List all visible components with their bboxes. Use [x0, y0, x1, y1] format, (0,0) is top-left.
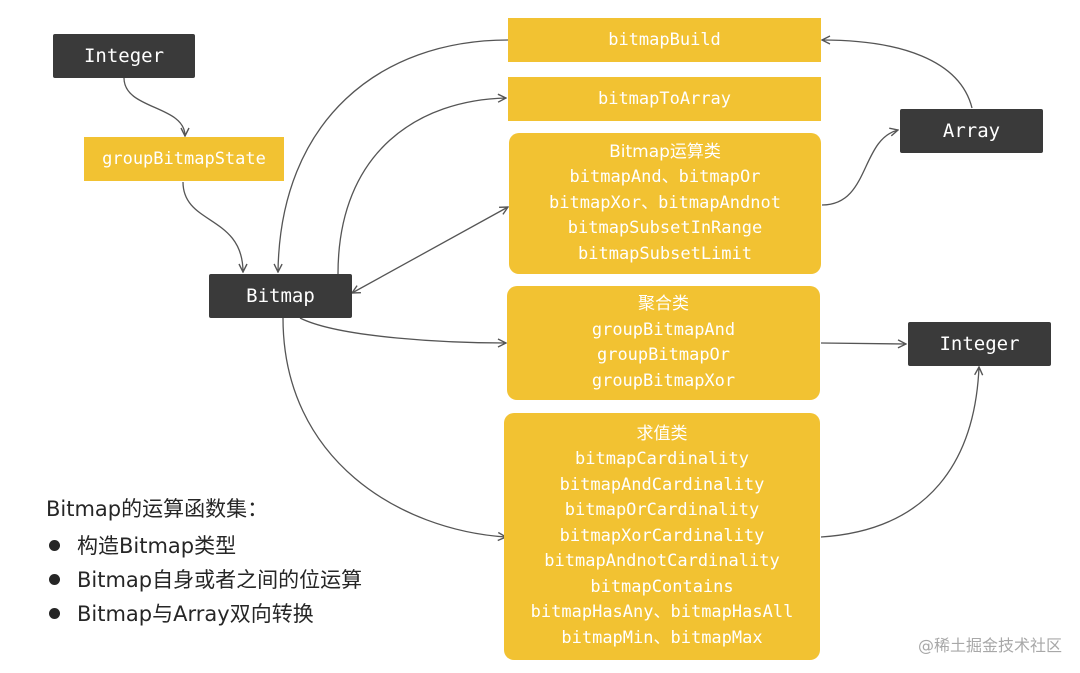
- group-title: 聚合类: [638, 294, 689, 314]
- legend-title: Bitmap的运算函数集：: [46, 497, 269, 521]
- bullet-icon: [49, 539, 60, 551]
- group-title: Bitmap运算类: [609, 141, 721, 162]
- group-item: bitmapMin、bitmapMax: [561, 627, 763, 648]
- arrow-bitmap-to-bitmaptoarray: [337, 98, 506, 275]
- group-item: bitmapOrCardinality: [564, 500, 760, 521]
- group-item: bitmapAnd、bitmapOr: [569, 167, 761, 188]
- group-title: 求值类: [636, 423, 688, 444]
- bitmap-node: Bitmap: [209, 274, 352, 318]
- legend-item: Bitmap与Array双向转换: [46, 596, 362, 630]
- arrow-bitmap-ops-bidirectional: [352, 207, 508, 293]
- group-item: groupBitmapOr: [596, 345, 731, 365]
- evaluation-group: 求值类 bitmapCardinality bitmapAndCardinali…: [504, 413, 820, 660]
- group-item: bitmapAndnotCardinality: [544, 551, 780, 572]
- arrow-aggregation-to-integer: [820, 343, 906, 344]
- group-item: bitmapAndCardinality: [559, 474, 765, 495]
- aggregation-group: 聚合类 groupBitmapAnd groupBitmapOr groupBi…: [507, 286, 820, 400]
- legend-item-label: Bitmap与Array双向转换: [77, 602, 314, 626]
- arrow-bitmap-to-aggregation: [299, 317, 506, 343]
- integer-input-node: Integer: [53, 34, 195, 78]
- group-item: groupBitmapXor: [591, 370, 736, 391]
- group-item: bitmapSubsetInRange: [567, 218, 763, 239]
- integer-output-node: Integer: [908, 322, 1051, 366]
- arrow-integer-to-groupbitmapstate: [123, 77, 185, 136]
- bitmap-build-node: bitmapBuild: [508, 18, 821, 62]
- array-node: Array: [900, 109, 1043, 153]
- legend-item-label: 构造Bitmap类型: [77, 534, 237, 558]
- group-item: bitmapCardinality: [575, 449, 749, 470]
- legend-item: 构造Bitmap类型: [46, 528, 362, 562]
- bullet-icon: [49, 573, 60, 585]
- group-item: bitmapXor、bitmapAndnot: [549, 192, 781, 213]
- arrow-ops-to-array: [821, 130, 898, 206]
- group-item: bitmapHasAny、bitmapHasAll: [530, 602, 794, 623]
- legend-item-label: Bitmap自身或者之间的位运算: [77, 568, 363, 592]
- legend: Bitmap的运算函数集： 构造Bitmap类型 Bitmap自身或者之间的位运…: [46, 494, 362, 630]
- arrow-bitmap-to-value: [282, 317, 506, 537]
- arrow-array-to-bitmapbuild: [822, 40, 973, 109]
- legend-item: Bitmap自身或者之间的位运算: [46, 562, 362, 596]
- arrow-groupbitmapstate-to-bitmap: [182, 181, 243, 272]
- group-item: bitmapSubsetLimit: [578, 243, 752, 264]
- group-item: bitmapXorCardinality: [559, 525, 765, 546]
- watermark: @稀土掘金技术社区: [917, 636, 1062, 655]
- group-item: groupBitmapAnd: [591, 319, 736, 340]
- group-bitmap-state-node: groupBitmapState: [84, 137, 284, 181]
- bullet-icon: [49, 607, 60, 619]
- arrow-value-to-integer: [820, 367, 979, 538]
- group-item: bitmapContains: [590, 576, 734, 597]
- bitmap-to-array-node: bitmapToArray: [508, 77, 821, 121]
- arrow-bitmapbuild-to-bitmap: [278, 39, 509, 272]
- bitmap-operations-group: Bitmap运算类 bitmapAnd、bitmapOr bitmapXor、b…: [509, 133, 821, 274]
